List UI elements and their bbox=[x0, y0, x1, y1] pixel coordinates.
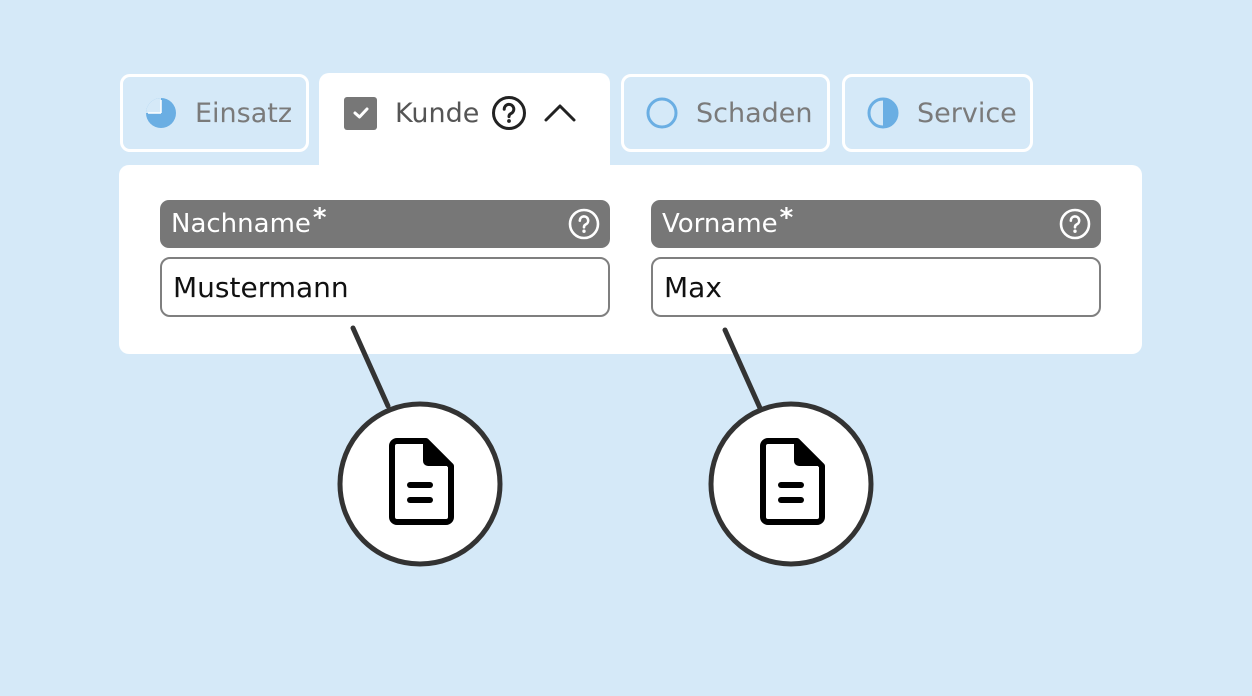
tab-kunde[interactable]: Kunde bbox=[319, 73, 610, 173]
chevron-up-icon[interactable] bbox=[543, 101, 577, 125]
tab-schaden[interactable]: Schaden bbox=[621, 74, 830, 152]
field-label-text: Vorname bbox=[662, 209, 778, 239]
help-circle-icon[interactable] bbox=[1059, 208, 1091, 240]
vorname-input[interactable]: Max bbox=[651, 257, 1101, 317]
tab-label: Service bbox=[917, 97, 1017, 129]
help-circle-icon[interactable] bbox=[491, 95, 527, 131]
callout-circle bbox=[337, 401, 503, 567]
checkbox-checked-icon bbox=[344, 96, 377, 130]
circle-empty-icon bbox=[646, 97, 678, 129]
tab-label: Schaden bbox=[696, 97, 813, 129]
document-text-icon bbox=[760, 438, 825, 525]
document-text-icon bbox=[389, 438, 454, 525]
nachname-label: Nachname* bbox=[160, 200, 610, 248]
tab-label: Kunde bbox=[395, 97, 480, 129]
circle-half-icon bbox=[867, 97, 899, 129]
required-mark: * bbox=[312, 203, 327, 233]
field-label-text: Nachname bbox=[171, 209, 311, 239]
tab-label: Einsatz bbox=[195, 97, 293, 129]
required-mark: * bbox=[779, 203, 794, 233]
nachname-input[interactable]: Mustermann bbox=[160, 257, 610, 317]
tab-einsatz[interactable]: Einsatz bbox=[120, 74, 309, 152]
vorname-label: Vorname* bbox=[651, 200, 1101, 248]
tab-service[interactable]: Service bbox=[842, 74, 1033, 152]
help-circle-icon[interactable] bbox=[568, 208, 600, 240]
pie-three-quarter-icon bbox=[146, 98, 176, 128]
vorname-value: Max bbox=[664, 270, 722, 304]
nachname-value: Mustermann bbox=[173, 270, 349, 304]
callout-circle bbox=[708, 401, 874, 567]
